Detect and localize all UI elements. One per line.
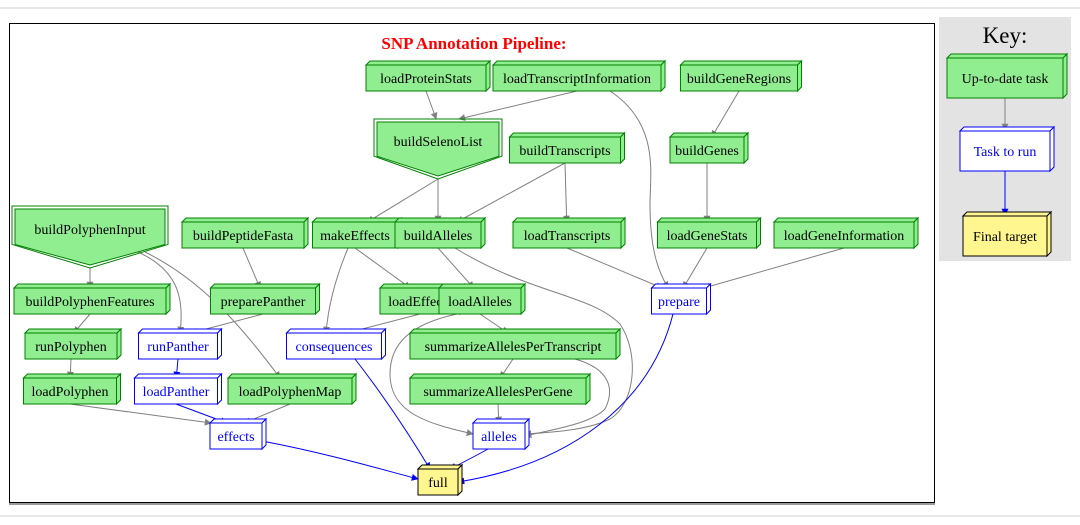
top-divider (0, 7, 1080, 9)
edge-prepare-to-full (457, 313, 674, 485)
task-label: buildPeptideFasta (193, 229, 294, 244)
legend-item-uptodate: Up-to-date task (945, 52, 1069, 100)
edge-buildPolyphenInput-to-runPanther (137, 251, 185, 334)
task-label: preparePanther (221, 295, 306, 310)
task-node-buildSelenoList[interactable]: buildSelenoList (373, 118, 503, 180)
task-node-loadGeneInformation[interactable]: loadGeneInformation (772, 216, 920, 250)
task-label: loadProteinStats (380, 72, 472, 87)
task-node-consequences[interactable]: consequences (285, 327, 387, 361)
edge-loadGeneStats-to-prepare (682, 247, 708, 289)
task-label: buildAlleles (404, 229, 472, 244)
task-label: loadPolyphenMap (239, 385, 342, 400)
edge-loadTranscripts-to-prepare (566, 247, 663, 289)
task-label: prepare (658, 295, 700, 310)
edge-buildGeneRegions-to-buildGenes (711, 90, 740, 138)
pipeline-graph: SNP Annotation Pipeline: loadProteinStat… (11, 34, 920, 497)
task-label: summarizeAllelesPerTranscript (425, 340, 602, 355)
edge-buildTranscripts-to-buildAlleles (456, 162, 566, 223)
legend-item-label: Final target (973, 230, 1037, 245)
task-label: full (428, 476, 448, 491)
task-node-buildGeneRegions[interactable]: buildGeneRegions (679, 59, 803, 93)
edge-makeEffects-to-loadEffects (354, 247, 411, 289)
legend-item-label: Up-to-date task (962, 72, 1049, 87)
edge-loadProteinStats-to-buildSelenoList (425, 90, 438, 120)
edge-loadGeneInformation-to-prepare (703, 247, 845, 290)
task-node-buildAlleles[interactable]: buildAlleles (393, 216, 487, 250)
edge-makeEffects-to-consequences (323, 247, 349, 334)
task-node-loadPolyphenMap[interactable]: loadPolyphenMap (226, 372, 358, 406)
task-node-runPolyphen[interactable]: runPolyphen (23, 327, 123, 361)
task-node-loadGeneStats[interactable]: loadGeneStats (656, 216, 762, 250)
task-node-buildGenes[interactable]: buildGenes (668, 131, 750, 165)
task-label: loadTranscriptInformation (503, 72, 651, 87)
edge-buildSelenoList-to-makeEffects (366, 178, 439, 223)
edge-buildPeptideFasta-to-preparePanther (242, 247, 261, 289)
task-label: loadPanther (143, 385, 210, 400)
task-label: buildGeneRegions (687, 72, 791, 87)
task-node-effects[interactable]: effects (208, 417, 268, 451)
edge-buildAlleles-to-alleles (454, 247, 633, 438)
task-label: runPolyphen (35, 340, 107, 355)
legend-item-final: Final target (961, 210, 1053, 258)
task-label: alleles (481, 430, 517, 445)
task-label: loadEffects (388, 295, 452, 310)
task-label: buildGenes (675, 144, 739, 159)
task-label: consequences (296, 340, 373, 355)
edge-buildAlleles-to-loadAlleles (437, 247, 475, 289)
edge-loadAlleles-to-alleles (389, 313, 474, 436)
edge-consequences-to-full (354, 358, 431, 470)
task-node-buildPolyphenInput[interactable]: buildPolyphenInput (11, 205, 169, 269)
bottom-divider (0, 515, 1080, 517)
task-node-summarizeAllelesPerGene[interactable]: summarizeAllelesPerGene (408, 372, 592, 406)
task-node-buildPeptideFasta[interactable]: buildPeptideFasta (180, 216, 310, 250)
pipeline-graph-frame: SNP Annotation Pipeline: loadProteinStat… (9, 23, 935, 503)
task-label: buildPolyphenInput (34, 223, 145, 238)
task-label: buildTranscripts (519, 144, 610, 159)
task-label: summarizeAllelesPerGene (423, 385, 572, 400)
task-label: makeEffects (320, 229, 390, 244)
task-node-loadProteinStats[interactable]: loadProteinStats (364, 59, 492, 93)
task-node-loadTranscripts[interactable]: loadTranscripts (511, 216, 627, 250)
task-label: runPanther (147, 340, 209, 355)
task-node-loadPolyphen[interactable]: loadPolyphen (22, 372, 122, 406)
graph-title: SNP Annotation Pipeline: (381, 34, 566, 53)
task-node-alleles[interactable]: alleles (471, 417, 531, 451)
task-label: loadGeneInformation (784, 229, 905, 244)
legend-item-label: Task to run (974, 145, 1037, 160)
legend-title: Key: (983, 23, 1028, 48)
edge-buildTranscripts-to-loadTranscripts (563, 162, 571, 223)
task-node-loadTranscriptInformation[interactable]: loadTranscriptInformation (491, 59, 667, 93)
edge-loadTranscriptInformation-to-prepare (609, 90, 669, 289)
legend-item-torun: Task to run (958, 125, 1056, 173)
task-node-preparePanther[interactable]: preparePanther (209, 282, 321, 316)
task-label: loadAlleles (448, 295, 512, 310)
edge-loadPolyphen-to-effects (69, 403, 212, 426)
task-node-loadAlleles[interactable]: loadAlleles (437, 282, 527, 316)
task-node-loadPanther[interactable]: loadPanther (133, 372, 223, 406)
task-node-full[interactable]: full (416, 463, 464, 497)
task-label: loadTranscripts (524, 229, 611, 244)
task-node-buildTranscripts[interactable]: buildTranscripts (508, 131, 626, 165)
task-node-runPanther[interactable]: runPanther (137, 327, 223, 361)
task-label: effects (217, 430, 254, 445)
task-label: buildSelenoList (394, 135, 483, 150)
task-node-prepare[interactable]: prepare (650, 282, 712, 316)
edge-loadTranscriptInformation-to-buildSelenoList (458, 90, 578, 121)
task-label: loadGeneStats (667, 229, 748, 244)
edge-effects-to-full (261, 440, 419, 481)
task-label: loadPolyphen (32, 385, 109, 400)
task-node-summarizeAllelesPerTranscript[interactable]: summarizeAllelesPerTranscript (408, 327, 622, 361)
task-node-buildPolyphenFeatures[interactable]: buildPolyphenFeatures (12, 282, 172, 316)
edge-summarizeAllelesPerTranscript-to-alleles (524, 358, 610, 438)
task-node-makeEffects[interactable]: makeEffects (311, 216, 403, 250)
task-label: buildPolyphenFeatures (25, 295, 154, 310)
nodes-layer: loadProteinStats loadTranscriptInformatio… (11, 59, 920, 497)
